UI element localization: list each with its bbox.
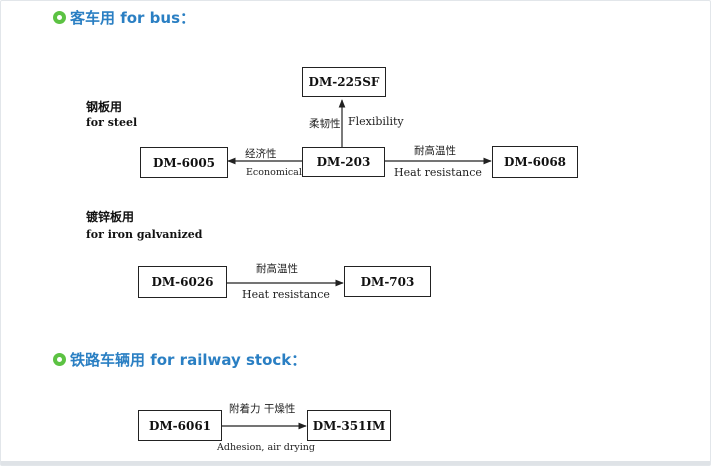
node-dm-6068: DM-6068 xyxy=(492,146,578,178)
node-dm-6005: DM-6005 xyxy=(140,147,228,178)
edge-label-heat1-cn: 耐高温性 xyxy=(414,145,456,157)
section-heading-bus: 客车用 for bus： xyxy=(54,7,195,28)
section-heading-railway: 铁路车辆用 for railway stock： xyxy=(54,349,306,370)
edge-label-heat2-cn: 耐高温性 xyxy=(256,263,298,275)
node-dm-203: DM-203 xyxy=(302,147,385,177)
green-circle-bullet-icon xyxy=(54,12,65,23)
group-label-galvanized-en: for iron galvanized xyxy=(86,228,203,241)
green-circle-bullet-icon xyxy=(54,354,65,365)
section-title-railway: 铁路车辆用 for railway stock： xyxy=(70,351,307,369)
edge-label-heat1-en: Heat resistance xyxy=(394,166,482,179)
group-label-galvanized-cn: 镀锌板用 xyxy=(86,210,135,224)
edge-label-flexibility-cn: 柔韧性 xyxy=(309,118,341,130)
node-dm-6026: DM-6026 xyxy=(138,266,227,298)
edge-label-adhesion-cn: 附着力 干燥性 xyxy=(229,403,296,415)
group-label-steel-en: for steel xyxy=(86,116,138,129)
edge-label-heat2-en: Heat resistance xyxy=(242,288,330,301)
group-label-steel-cn: 钢板用 xyxy=(86,100,123,114)
edge-label-economical-cn: 经济性 xyxy=(245,148,277,160)
bottom-strip xyxy=(1,461,710,465)
edge-label-flexibility-en: Flexibility xyxy=(348,115,404,128)
edge-label-adhesion-en: Adhesion, air drying xyxy=(217,442,315,453)
node-dm-6061: DM-6061 xyxy=(138,410,222,441)
node-dm-225sf: DM-225SF xyxy=(302,67,386,97)
node-dm-351im: DM-351IM xyxy=(307,410,391,441)
node-dm-703: DM-703 xyxy=(344,266,431,297)
section-title-bus: 客车用 for bus： xyxy=(70,9,196,27)
edge-label-economical-en: Economical xyxy=(246,167,302,178)
